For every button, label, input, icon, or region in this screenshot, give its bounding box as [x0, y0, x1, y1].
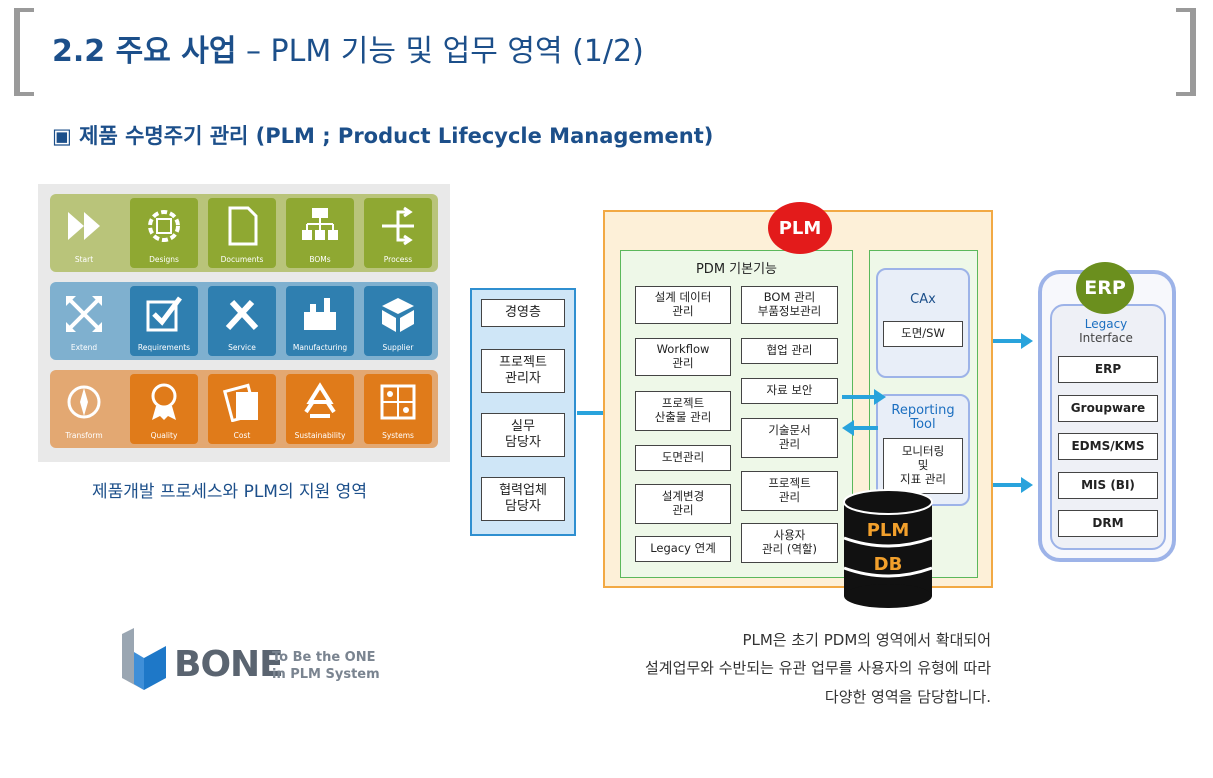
- pdm-function-box: 기술문서 관리: [741, 418, 838, 458]
- tile-icon: [151, 383, 177, 420]
- tile-label: BOMs: [309, 255, 331, 264]
- arrow-security-to-reporting: [842, 389, 886, 405]
- legacy-label-1: Legacy: [1084, 317, 1128, 331]
- reporting-item: 모니터링 및 지표 관리: [883, 438, 963, 494]
- section-title: ▣ 제품 수명주기 관리 (PLM ; Product Lifecycle Ma…: [52, 124, 714, 148]
- process-tile: BOMs: [286, 198, 354, 268]
- tile-icon: [382, 206, 414, 246]
- pdm-function-box: 설계 데이터 관리: [635, 286, 731, 324]
- user-role-box: 협력업체 담당자: [481, 477, 565, 521]
- tile-label: Start: [74, 255, 94, 264]
- page-title: 2.2 주요 사업 – PLM 기능 및 업무 영역 (1/2): [52, 34, 644, 69]
- tile-label: Transform: [65, 431, 103, 440]
- process-tile: Manufacturing: [286, 286, 354, 356]
- tile-label: Requirements: [137, 343, 191, 352]
- description-line-1: PLM은 초기 PDM의 영역에서 확대되어: [742, 631, 991, 649]
- bone-logo-tagline-1: To Be the ONE: [272, 650, 376, 665]
- cax-item: 도면/SW: [883, 321, 963, 347]
- tile-label: Sustainability: [294, 431, 346, 440]
- tile-icon: [302, 208, 338, 240]
- tile-label: Service: [228, 343, 256, 352]
- cax-title: CAx: [910, 292, 936, 307]
- process-tile: Cost: [208, 374, 276, 444]
- right-bracket: [1176, 8, 1196, 96]
- process-tile: Extend: [50, 286, 118, 356]
- pdm-function-box: 사용자 관리 (역할): [741, 523, 838, 563]
- tile-icon: [66, 296, 102, 332]
- tile-icon: [304, 382, 336, 418]
- pdm-function-box: 설계변경 관리: [635, 484, 731, 524]
- process-tile: Requirements: [130, 286, 198, 356]
- process-tile: Start: [50, 198, 118, 268]
- pdm-title: PDM 기본기능: [695, 262, 778, 277]
- tile-label: Quality: [150, 431, 178, 440]
- process-tile: Sustainability: [286, 374, 354, 444]
- process-tile: Transform: [50, 374, 118, 444]
- bone-logo-tagline-2: in PLM System: [272, 667, 380, 682]
- db-label-1: PLM: [866, 520, 910, 541]
- reporting-title: Reporting Tool: [891, 403, 955, 433]
- user-role-box: 경영층: [481, 299, 565, 327]
- tile-icon: [67, 385, 101, 419]
- process-tile: Service: [208, 286, 276, 356]
- arrow-plm-to-erp-bottom: [993, 477, 1033, 493]
- pdm-function-box: 협업 관리: [741, 338, 838, 364]
- db-label-2: DB: [873, 554, 903, 575]
- legacy-box: [1050, 304, 1166, 550]
- tile-icon: [148, 210, 180, 242]
- description-line-3: 다양한 영역을 담당합니다.: [824, 688, 991, 706]
- user-role-box: 프로젝트 관리자: [481, 349, 565, 393]
- tile-label: Cost: [233, 431, 251, 440]
- pdm-function-box: Workflow 관리: [635, 338, 731, 376]
- bone-logo-icon: [122, 628, 166, 690]
- tile-label: Systems: [382, 431, 414, 440]
- tile-label: Supplier: [382, 343, 414, 352]
- tile-label: Manufacturing: [292, 343, 348, 352]
- tile-icon: [225, 299, 259, 331]
- tile-label: Designs: [149, 255, 179, 264]
- tile-caption: 제품개발 프로세스와 PLM의 지원 영역: [92, 482, 367, 502]
- legacy-system-box: Groupware: [1058, 395, 1158, 422]
- process-tile: Supplier: [364, 286, 432, 356]
- process-tile: Designs: [130, 198, 198, 268]
- pdm-function-box: 도면관리: [635, 445, 731, 471]
- arrow-reporting-to-docs: [842, 420, 878, 436]
- pdm-function-box: 프로젝트 관리: [741, 471, 838, 511]
- tile-icon: [228, 206, 258, 246]
- bone-logo-name: BONE: [174, 644, 284, 685]
- tile-label: Documents: [220, 255, 264, 264]
- legacy-system-box: MIS (BI): [1058, 472, 1158, 499]
- process-tile: Process: [364, 198, 432, 268]
- tile-icon: [146, 296, 182, 332]
- pdm-function-box: BOM 관리 부품정보관리: [741, 286, 838, 324]
- tile-icon: [380, 384, 416, 420]
- legacy-system-box: ERP: [1058, 356, 1158, 383]
- pdm-function-box: 프로젝트 산출물 관리: [635, 391, 731, 431]
- tile-icon: [68, 212, 100, 240]
- tile-label: Extend: [70, 343, 98, 352]
- left-bracket: [14, 8, 34, 96]
- user-role-box: 실무 담당자: [481, 413, 565, 457]
- plm-badge: PLM: [768, 202, 832, 254]
- plm-db-icon: [843, 489, 933, 608]
- legacy-system-box: EDMS/KMS: [1058, 433, 1158, 460]
- tile-icon: [304, 298, 336, 330]
- pdm-function-box: 자료 보안: [741, 378, 838, 404]
- legacy-system-box: DRM: [1058, 510, 1158, 537]
- legacy-label-2: Interface: [1079, 331, 1133, 345]
- pdm-function-box: Legacy 연계: [635, 536, 731, 562]
- description-line-2: 설계업무와 수반되는 유관 업무를 사용자의 유형에 따라: [644, 659, 991, 677]
- erp-badge: ERP: [1076, 262, 1134, 314]
- tile-icon: [222, 383, 258, 422]
- tile-icon: [382, 298, 414, 332]
- process-tile: Systems: [364, 374, 432, 444]
- tile-label: Process: [383, 255, 413, 264]
- process-tile: Quality: [130, 374, 198, 444]
- arrow-plm-to-erp-top: [993, 333, 1033, 349]
- process-tile: Documents: [208, 198, 276, 268]
